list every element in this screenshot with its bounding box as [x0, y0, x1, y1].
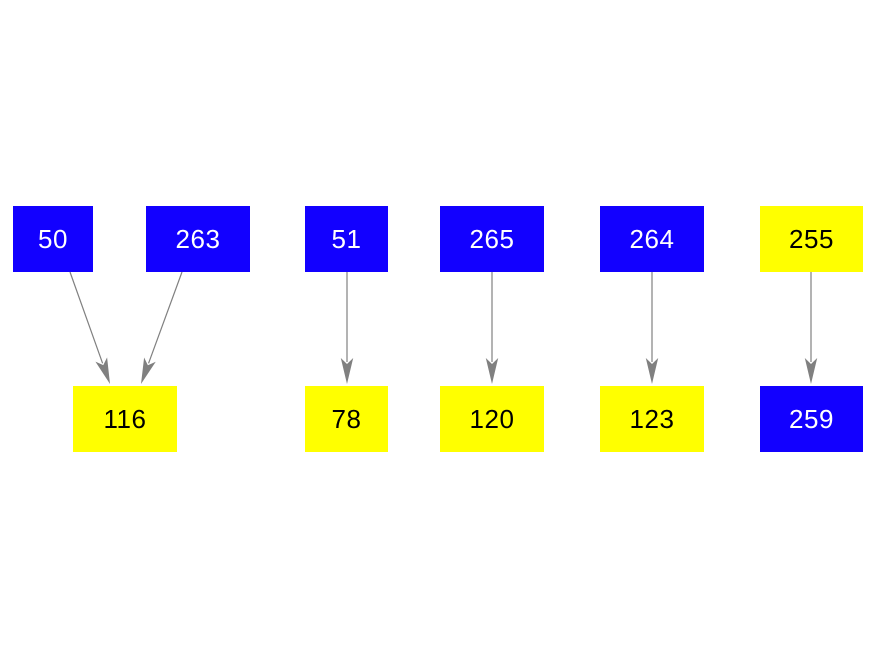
arrowhead-icon — [485, 358, 499, 384]
arrowhead-icon — [645, 358, 659, 384]
graph-node-78[interactable]: 78 — [305, 386, 388, 452]
graph-node-264[interactable]: 264 — [600, 206, 704, 272]
edge-n50-to-n116 — [69, 271, 110, 384]
graph-node-51[interactable]: 51 — [305, 206, 388, 272]
graph-node-265[interactable]: 265 — [440, 206, 544, 272]
node-label: 123 — [629, 404, 675, 434]
node-label: 263 — [175, 224, 221, 254]
arrowhead-icon — [141, 357, 156, 384]
graph-node-259[interactable]: 259 — [760, 386, 863, 452]
node-label: 51 — [331, 224, 362, 254]
node-label: 50 — [38, 224, 68, 254]
graph-node-116[interactable]: 116 — [73, 386, 177, 452]
edge-n264-to-n123 — [645, 272, 659, 384]
graph-node-120[interactable]: 120 — [440, 386, 544, 452]
graph-node-123[interactable]: 123 — [600, 386, 704, 452]
node-label: 116 — [103, 404, 147, 434]
edge-n263-to-n116 — [141, 271, 183, 384]
arrowhead-icon — [804, 358, 818, 384]
edge-n51-to-n78 — [340, 272, 354, 384]
edge-n265-to-n120 — [485, 272, 499, 384]
graph-node-263[interactable]: 263 — [146, 206, 250, 272]
node-label: 264 — [629, 224, 675, 254]
node-label: 78 — [331, 404, 362, 434]
edge-shaft — [147, 271, 183, 364]
node-label: 120 — [469, 404, 515, 434]
arrowhead-icon — [340, 358, 354, 384]
graph-node-255[interactable]: 255 — [760, 206, 863, 272]
edge-shaft — [69, 271, 104, 364]
edge-n255-to-n259 — [804, 272, 818, 384]
node-label: 255 — [789, 224, 834, 254]
node-label: 265 — [469, 224, 515, 254]
node-label: 259 — [789, 404, 834, 434]
graph-node-50[interactable]: 50 — [13, 206, 93, 272]
arrowhead-icon — [95, 357, 110, 384]
